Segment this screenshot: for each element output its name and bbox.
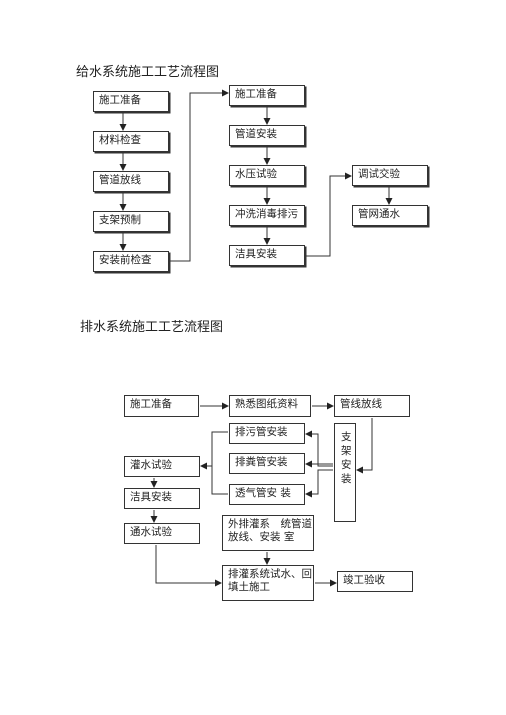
- drain-title: 排水系统施工工艺流程图: [80, 320, 224, 335]
- supply-step-commissioning: 调试交验: [352, 165, 428, 186]
- drain-step-system-test: 排灌系统试水、回填土施工: [222, 565, 314, 601]
- drain-step-fill-test: 灌水试验: [124, 456, 200, 477]
- drain-step-outer-system: 外排灌系 统管道放线、安装 室: [222, 515, 314, 551]
- arrow-d-12: [155, 545, 222, 587]
- supply-step-water-supply: 管网通水: [352, 205, 428, 226]
- drain-step-study-drawings: 熟悉图纸资料: [229, 395, 311, 417]
- drain-step-bracket-install: 支架安装: [334, 423, 356, 522]
- arrow-d-4: [305, 430, 333, 467]
- drain-step-vent-pipe: 透气管安 装: [229, 484, 305, 505]
- drain-step-sewage-pipe: 排污管安装: [229, 423, 305, 444]
- arrow-s1-to-s2: [170, 89, 229, 262]
- supply-step-pressure-test: 水压试验: [229, 165, 305, 186]
- supply-step-flush: 冲洗消毒排污: [229, 205, 305, 226]
- drain-step-line-layout: 管线放线: [334, 395, 410, 417]
- drain-step-prepare: 施工准备: [124, 395, 199, 417]
- supply-step-pipe-layout: 管道放线: [93, 171, 169, 192]
- arrow-d-6: [305, 469, 333, 498]
- drain-step-fixture-install: 洁具安装: [124, 488, 200, 509]
- arrow-d-3: [356, 418, 373, 474]
- arrow-s2-to-s3: [306, 172, 352, 257]
- supply-step-material-check: 材料检查: [93, 131, 169, 152]
- supply-step-prepare: 施工准备: [93, 91, 169, 112]
- supply-step-bracket-prefab: 支架预制: [93, 211, 169, 232]
- supply-step-fixture-install: 洁具安装: [229, 245, 305, 266]
- drain-step-acceptance: 竣工验收: [337, 571, 413, 592]
- supply-title: 给水系统施工工艺流程图: [76, 65, 220, 80]
- supply-step-pipe-install: 管道安装: [229, 125, 305, 146]
- drain-step-soil-pipe: 排粪管安装: [229, 453, 305, 474]
- drain-step-flow-test: 通水试验: [124, 523, 200, 544]
- supply-step-prepare-2: 施工准备: [229, 85, 305, 106]
- supply-step-pre-install-check: 安装前检查: [93, 251, 169, 272]
- arrow-d-7: [211, 431, 228, 495]
